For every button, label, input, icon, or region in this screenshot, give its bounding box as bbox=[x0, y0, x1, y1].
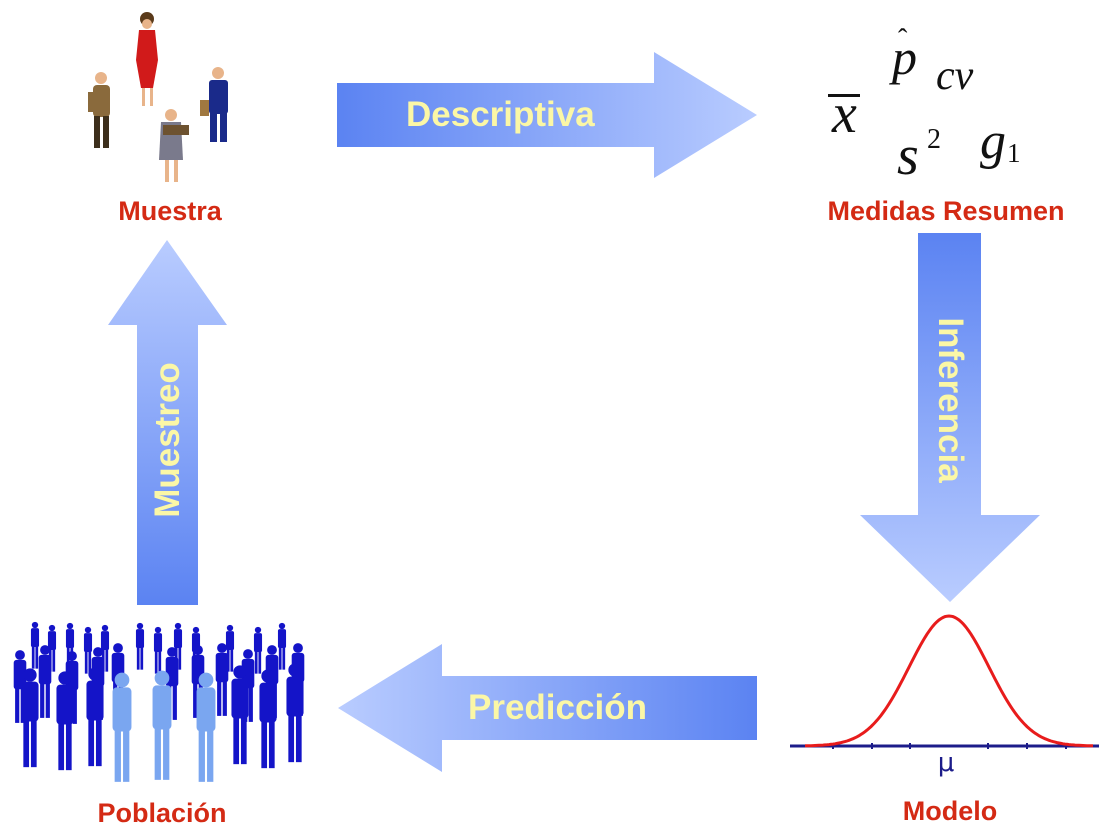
s-symbol: s bbox=[897, 125, 919, 187]
crowd-person-icon bbox=[38, 645, 52, 718]
crowd-person-icon bbox=[286, 663, 304, 763]
person-icon bbox=[136, 12, 158, 106]
mu-label: μ bbox=[937, 748, 955, 778]
normal-curve bbox=[805, 614, 1093, 748]
poblacion-label: Población bbox=[97, 798, 227, 828]
phat-symbol: p bbox=[892, 29, 917, 85]
crowd-person-icon bbox=[231, 665, 249, 765]
muestra-label: Muestra bbox=[118, 196, 222, 226]
muestreo-label: Muestreo bbox=[148, 362, 187, 518]
descriptiva-label: Descriptiva bbox=[406, 95, 595, 134]
prediccion-label: Predicción bbox=[468, 688, 647, 727]
sample-people-illustration bbox=[88, 12, 228, 182]
muestreo-arrow bbox=[108, 240, 227, 605]
descriptiva-arrow bbox=[337, 52, 757, 178]
crowd-person-icon bbox=[112, 672, 132, 782]
xbar-symbol: x bbox=[832, 83, 857, 145]
person-icon bbox=[200, 67, 228, 142]
inferencia-label: Inferencia bbox=[931, 317, 970, 483]
medidas-resumen-label: Medidas Resumen bbox=[827, 196, 1065, 226]
crowd-person-icon bbox=[253, 626, 263, 674]
modelo-label: Modelo bbox=[902, 796, 998, 826]
crowd-person-icon bbox=[215, 643, 229, 716]
person-icon bbox=[159, 109, 189, 182]
inferencia-arrow bbox=[860, 233, 1040, 602]
crowd-person-icon bbox=[153, 626, 163, 674]
crowd-person-icon bbox=[277, 622, 287, 670]
population-crowd-illustration bbox=[13, 621, 305, 782]
crowd-person-icon bbox=[135, 622, 145, 670]
crowd-person-icon bbox=[152, 670, 172, 780]
crowd-person-icon bbox=[30, 621, 40, 669]
crowd-person-icon bbox=[56, 671, 74, 771]
xbar-overline bbox=[828, 94, 860, 97]
crowd-person-icon bbox=[83, 626, 93, 674]
g-subscript: 1 bbox=[1007, 138, 1021, 168]
prediccion-arrow bbox=[338, 644, 757, 772]
crowd-person-icon bbox=[21, 668, 39, 768]
s-exponent: 2 bbox=[927, 124, 941, 155]
person-icon bbox=[88, 72, 110, 148]
g-symbol: g bbox=[980, 113, 1006, 170]
crowd-person-icon bbox=[86, 667, 104, 767]
phat-hat: ˆ bbox=[898, 24, 908, 55]
crowd-person-icon bbox=[259, 669, 277, 769]
cv-symbol: cv bbox=[936, 53, 974, 99]
crowd-person-icon bbox=[196, 672, 216, 782]
